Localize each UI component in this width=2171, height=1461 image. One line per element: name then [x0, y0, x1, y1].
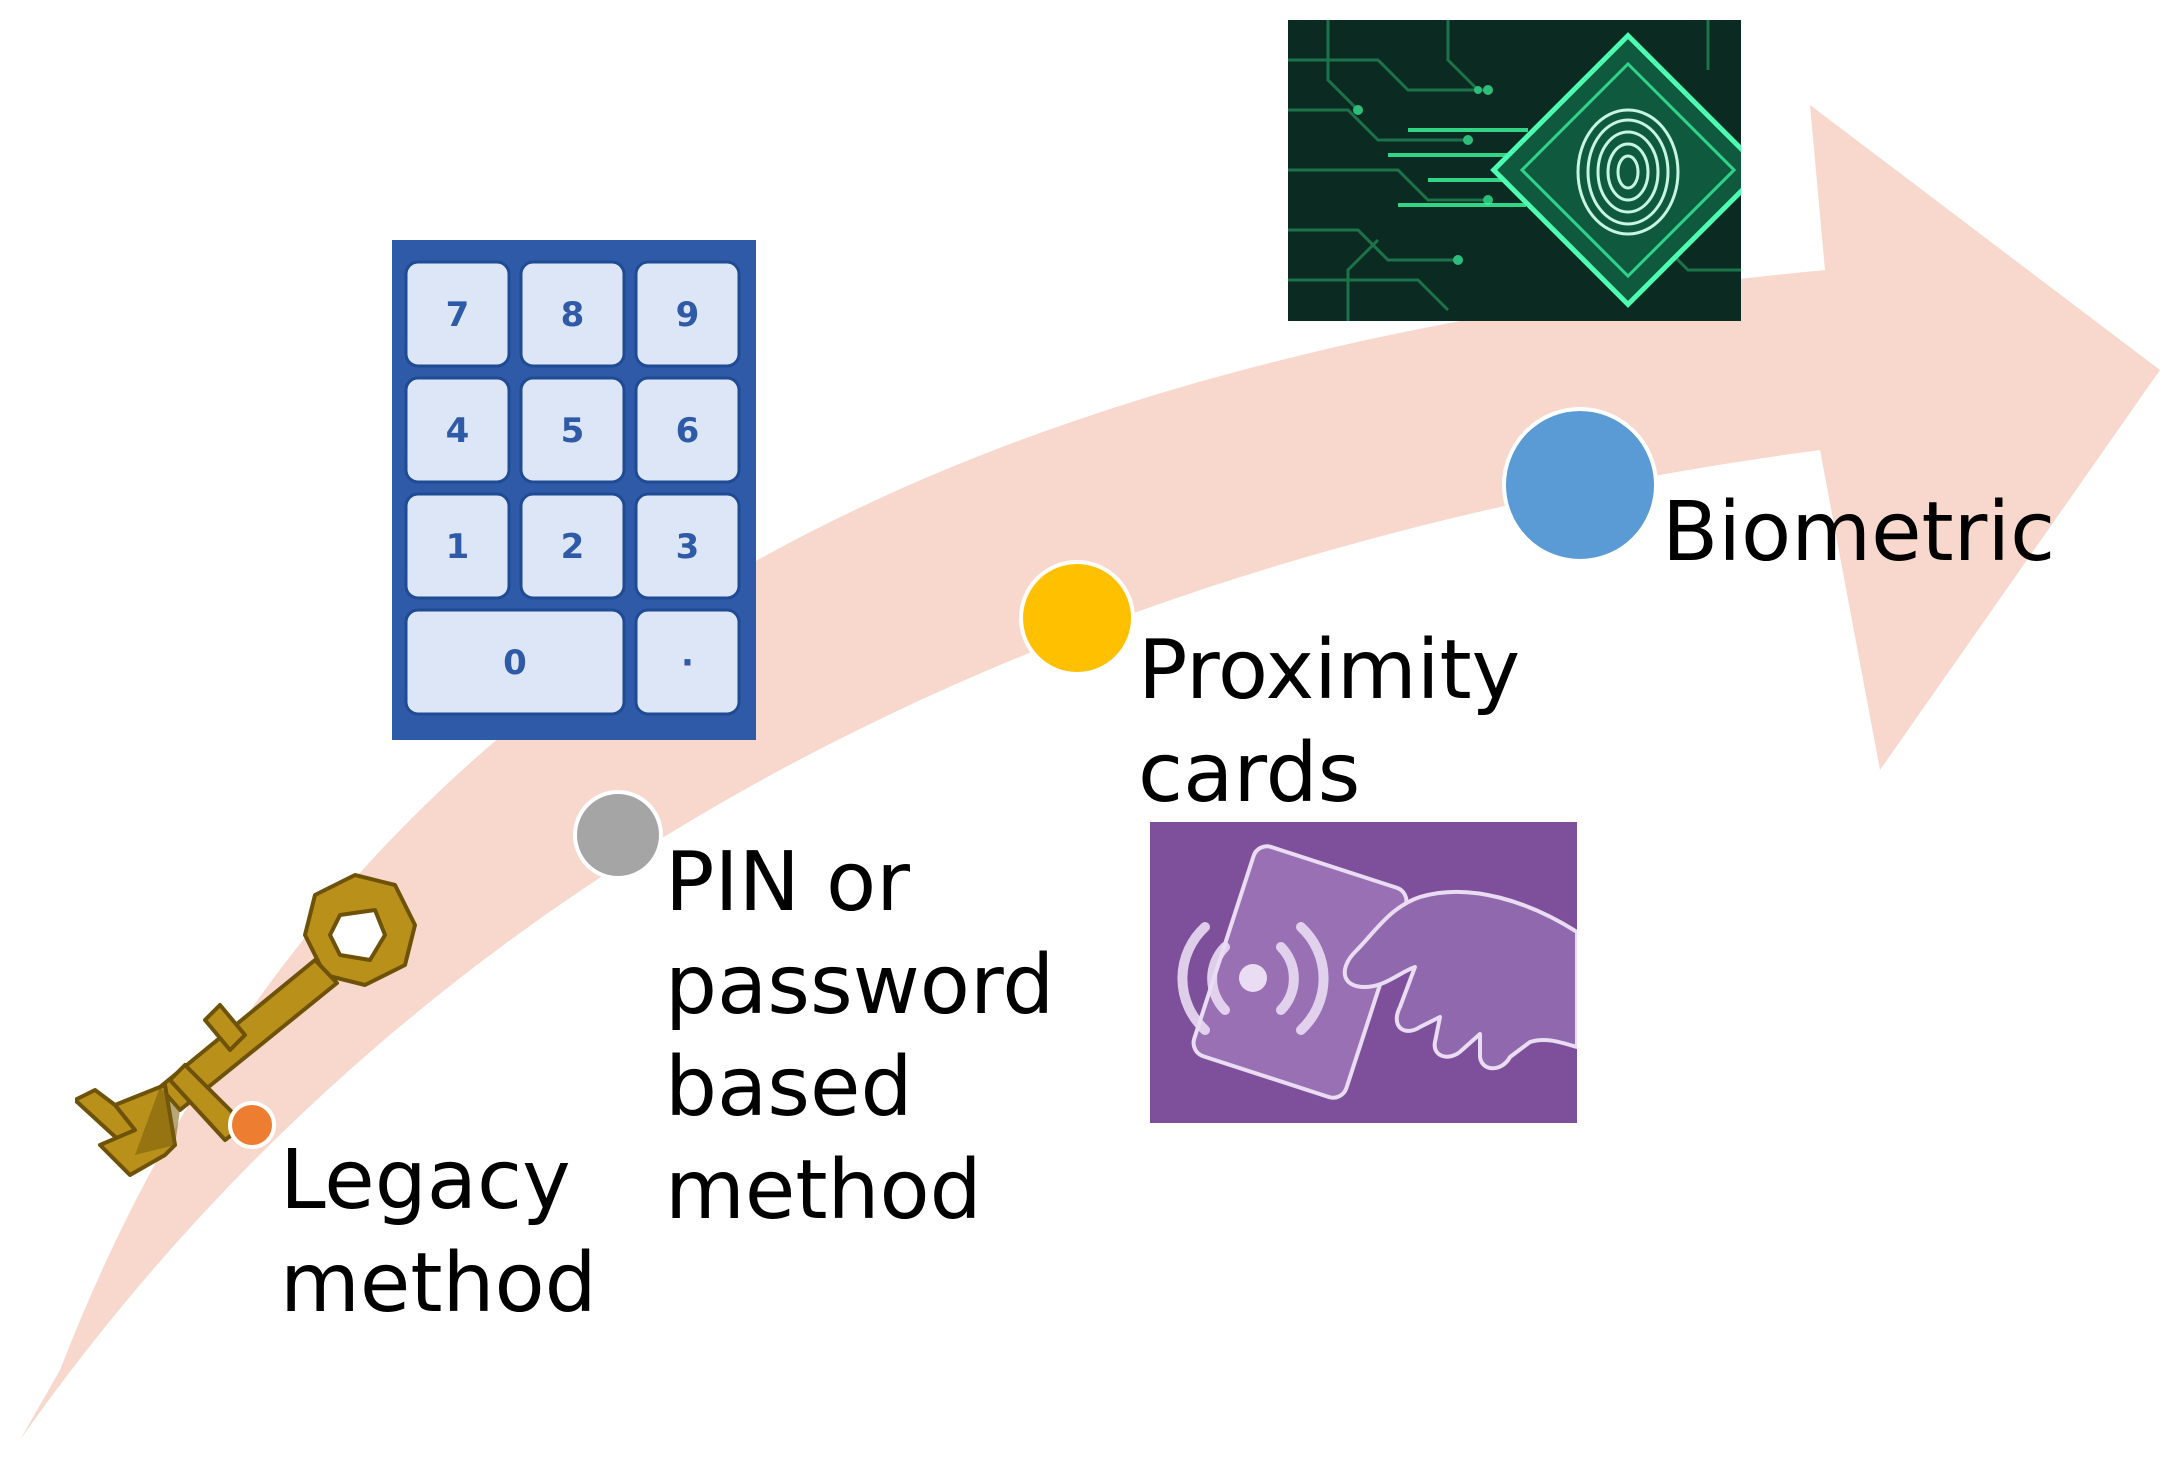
proximity-label: Proximity cards [1138, 623, 1521, 821]
svg-text:6: 6 [676, 411, 700, 451]
keypad-key: 6 [634, 376, 741, 484]
keypad-key: 3 [634, 492, 741, 600]
biometric-label: Biometric [1662, 485, 2056, 580]
svg-text:4: 4 [446, 411, 470, 451]
fingerprint-chip-icon [1288, 20, 1741, 321]
svg-text:8: 8 [561, 295, 585, 335]
svg-text:7: 7 [446, 295, 470, 335]
keypad-key: 7 [404, 260, 511, 368]
keypad-key: 1 [404, 492, 511, 600]
svg-text:·: · [681, 643, 694, 683]
legacy-label: Legacy method [280, 1133, 597, 1331]
key-icon [75, 855, 420, 1195]
keypad-key: 4 [404, 376, 511, 484]
keypad-key: 0 [404, 608, 626, 716]
svg-text:5: 5 [561, 411, 585, 451]
proximity-card-icon [1150, 822, 1577, 1123]
svg-text:0: 0 [503, 643, 527, 683]
keypad-key: 2 [519, 492, 626, 600]
keypad-key: 8 [519, 260, 626, 368]
pin-label: PIN or password based method [665, 835, 1055, 1238]
svg-text:1: 1 [446, 527, 470, 567]
svg-text:2: 2 [561, 527, 585, 567]
keypad-key: 5 [519, 376, 626, 484]
keypad-key: 9 [634, 260, 741, 368]
keypad-key: · [634, 608, 741, 716]
keypad-icon: 7 8 9 4 5 6 1 2 3 0 · [392, 240, 756, 740]
svg-text:9: 9 [676, 295, 700, 335]
svg-text:3: 3 [676, 527, 700, 567]
